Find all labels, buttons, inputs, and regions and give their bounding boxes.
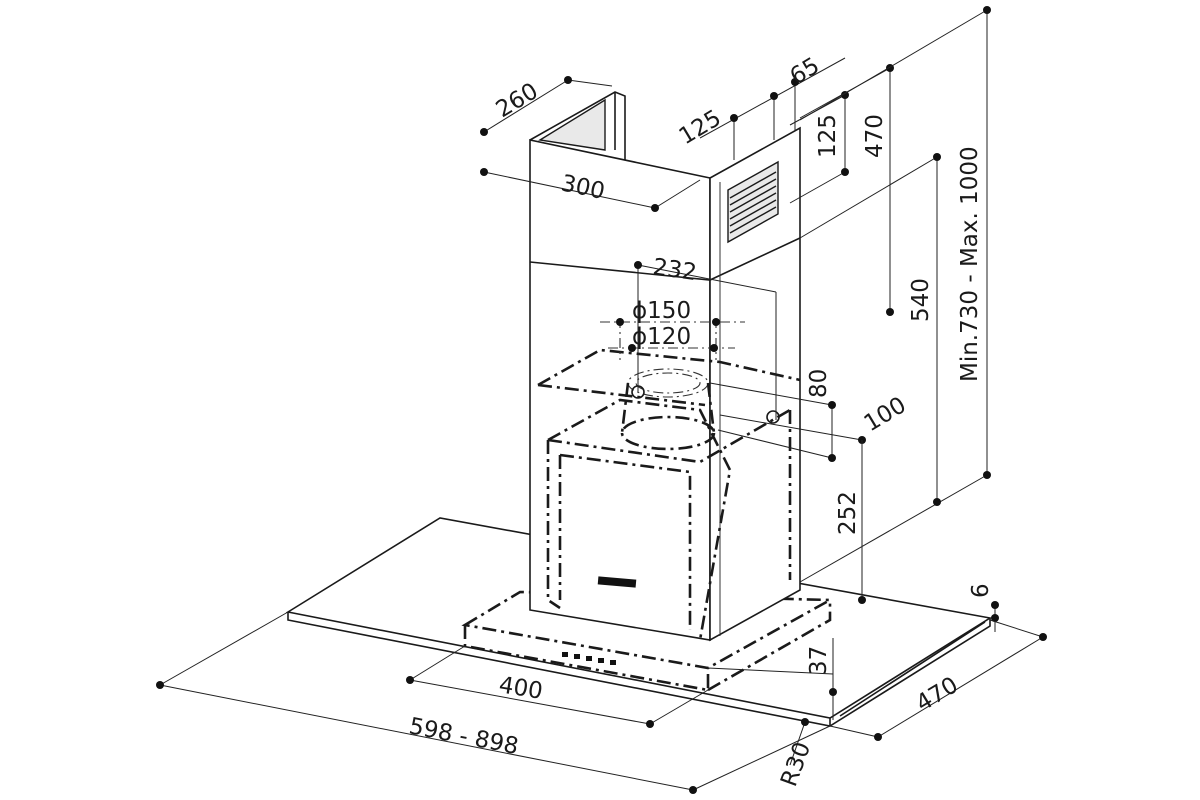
label-outlet-outer: ϕ150 [632, 298, 691, 324]
control-panel [461, 590, 835, 692]
label-body-height: 252 [835, 491, 861, 535]
label-offset-a: 125 [675, 105, 726, 150]
dimension-lines [156, 6, 1047, 794]
label-chimney-total: Min.730 - Max. 1000 [957, 146, 983, 382]
label-glass-width: 598 - 898 [407, 713, 521, 760]
label-outlet-offset: 232 [651, 254, 698, 286]
label-collar-height: 80 [806, 369, 832, 398]
label-panel-width: 400 [497, 672, 544, 705]
label-glass-thickness: 6 [968, 583, 994, 598]
label-panel-height: 37 [806, 646, 832, 675]
label-outlet-inner: ϕ120 [632, 324, 691, 350]
control-buttons [562, 652, 616, 665]
label-corner-radius: R30 [776, 739, 816, 790]
outlet-collar [600, 318, 780, 451]
label-chimney-upper: 470 [862, 114, 888, 158]
label-chimney-lower: 540 [908, 278, 934, 322]
vent-grille [727, 160, 779, 244]
label-glass-depth: 470 [912, 672, 963, 717]
motor-housing-hidden [537, 348, 801, 641]
label-collar-offset: 100 [860, 392, 911, 437]
label-offset-c: 125 [815, 114, 841, 158]
label-width-top: 260 [492, 78, 543, 123]
brand-logo [597, 576, 637, 588]
chimney-body [529, 91, 801, 642]
label-offset-b: 65 [786, 53, 824, 90]
